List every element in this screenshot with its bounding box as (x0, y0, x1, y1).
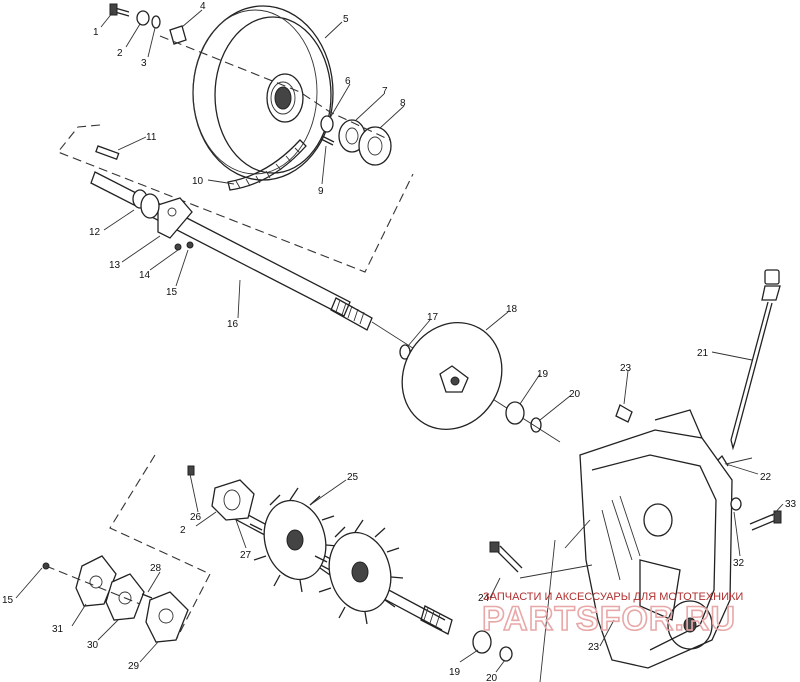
callout-15: 15 (166, 287, 178, 298)
brake-disc-part-18 (401, 322, 503, 430)
callout-2: 2 (117, 48, 123, 59)
callout-21: 21 (697, 348, 709, 359)
screw-part-9 (320, 135, 335, 146)
callout-24: 24 (478, 593, 490, 604)
callout-22: 22 (760, 472, 772, 483)
callout-18: 18 (506, 304, 518, 315)
callout-2b: 2 (180, 525, 186, 536)
chaincase-housing (579, 409, 733, 669)
bearing-flange-part-27 (211, 479, 255, 521)
bolt-part-24 (489, 541, 523, 573)
key-part-11 (95, 145, 120, 160)
flange-plate-part-30 (105, 573, 145, 621)
washer-part-32 (730, 497, 742, 511)
callout-28: 28 (150, 563, 162, 574)
washer-part-2 (136, 10, 150, 26)
callout-8: 8 (400, 98, 406, 109)
washer-part-6 (320, 115, 334, 133)
bearing-flange-part-13 (157, 197, 193, 239)
flange-plate-part-29 (145, 591, 189, 643)
callout-32: 32 (733, 558, 745, 569)
washer-part-3 (151, 15, 161, 29)
sprocket-right (314, 519, 404, 625)
callout-31: 31 (52, 624, 64, 635)
callout-20b: 20 (486, 673, 498, 682)
callout-19b: 19 (449, 667, 461, 678)
nut-part-15 (186, 241, 194, 249)
bearing-part-19b (472, 630, 492, 654)
callout-16: 16 (227, 319, 239, 330)
drive-chain-part-10 (227, 139, 307, 191)
screw-part-26 (187, 465, 195, 476)
callout-13: 13 (109, 260, 121, 271)
o-ring-part-20b (499, 646, 513, 662)
watermark: ЗАПЧАСТИ И АКСЕССУАРЫ ДЛЯ МОТОТЕХНИКИ PA… (481, 591, 743, 639)
watermark-logo: PARTSFOR.RU (482, 600, 736, 638)
callout-19: 19 (537, 369, 549, 380)
callout-11: 11 (146, 132, 157, 143)
callout-27: 27 (240, 550, 252, 561)
callout-33: 33 (785, 499, 797, 510)
callout-7: 7 (382, 86, 388, 97)
callout-4: 4 (200, 1, 206, 12)
bearing-part-19 (505, 401, 525, 425)
sprocket-left (249, 487, 339, 593)
drive-sprocket-shaft-part-25 (217, 487, 453, 635)
dipstick-part-21 (730, 269, 781, 451)
drive-shaft-part-16 (90, 171, 373, 331)
nut-part-14 (174, 243, 182, 251)
callout-6: 6 (345, 76, 351, 87)
callout-29: 29 (128, 661, 140, 672)
sleeve-part-4 (169, 25, 187, 45)
callout-15b: 15 (2, 595, 14, 606)
callout-23: 23 (620, 363, 632, 374)
callout-20: 20 (569, 389, 581, 400)
callout-30: 30 (87, 640, 99, 651)
callout-10: 10 (192, 176, 204, 187)
brake-drum-part-5 (192, 5, 334, 181)
bolt-part-33 (749, 510, 782, 531)
callout-5: 5 (343, 14, 349, 25)
callout-23b: 23 (588, 642, 600, 653)
callout-12: 12 (89, 227, 101, 238)
callout-17: 17 (427, 312, 439, 323)
callout-3: 3 (141, 58, 147, 69)
watermark-tagline: ЗАПЧАСТИ И АКСЕССУАРЫ ДЛЯ МОТОТЕХНИКИ (483, 591, 743, 603)
callout-25: 25 (347, 472, 359, 483)
flange-plate-part-8 (358, 126, 392, 166)
bolt-part-1 (109, 3, 130, 17)
callout-14: 14 (139, 270, 151, 281)
callout-26: 26 (190, 512, 202, 523)
bearing-part-12 (140, 193, 160, 219)
leader-lines (15, 9, 784, 673)
screw-part-28 (141, 593, 153, 599)
flange-plate-part-31 (75, 555, 117, 607)
callout-9: 9 (318, 186, 324, 197)
bracket-part-23 (615, 404, 633, 423)
callout-1: 1 (93, 27, 99, 38)
o-ring-part-20 (530, 417, 542, 433)
